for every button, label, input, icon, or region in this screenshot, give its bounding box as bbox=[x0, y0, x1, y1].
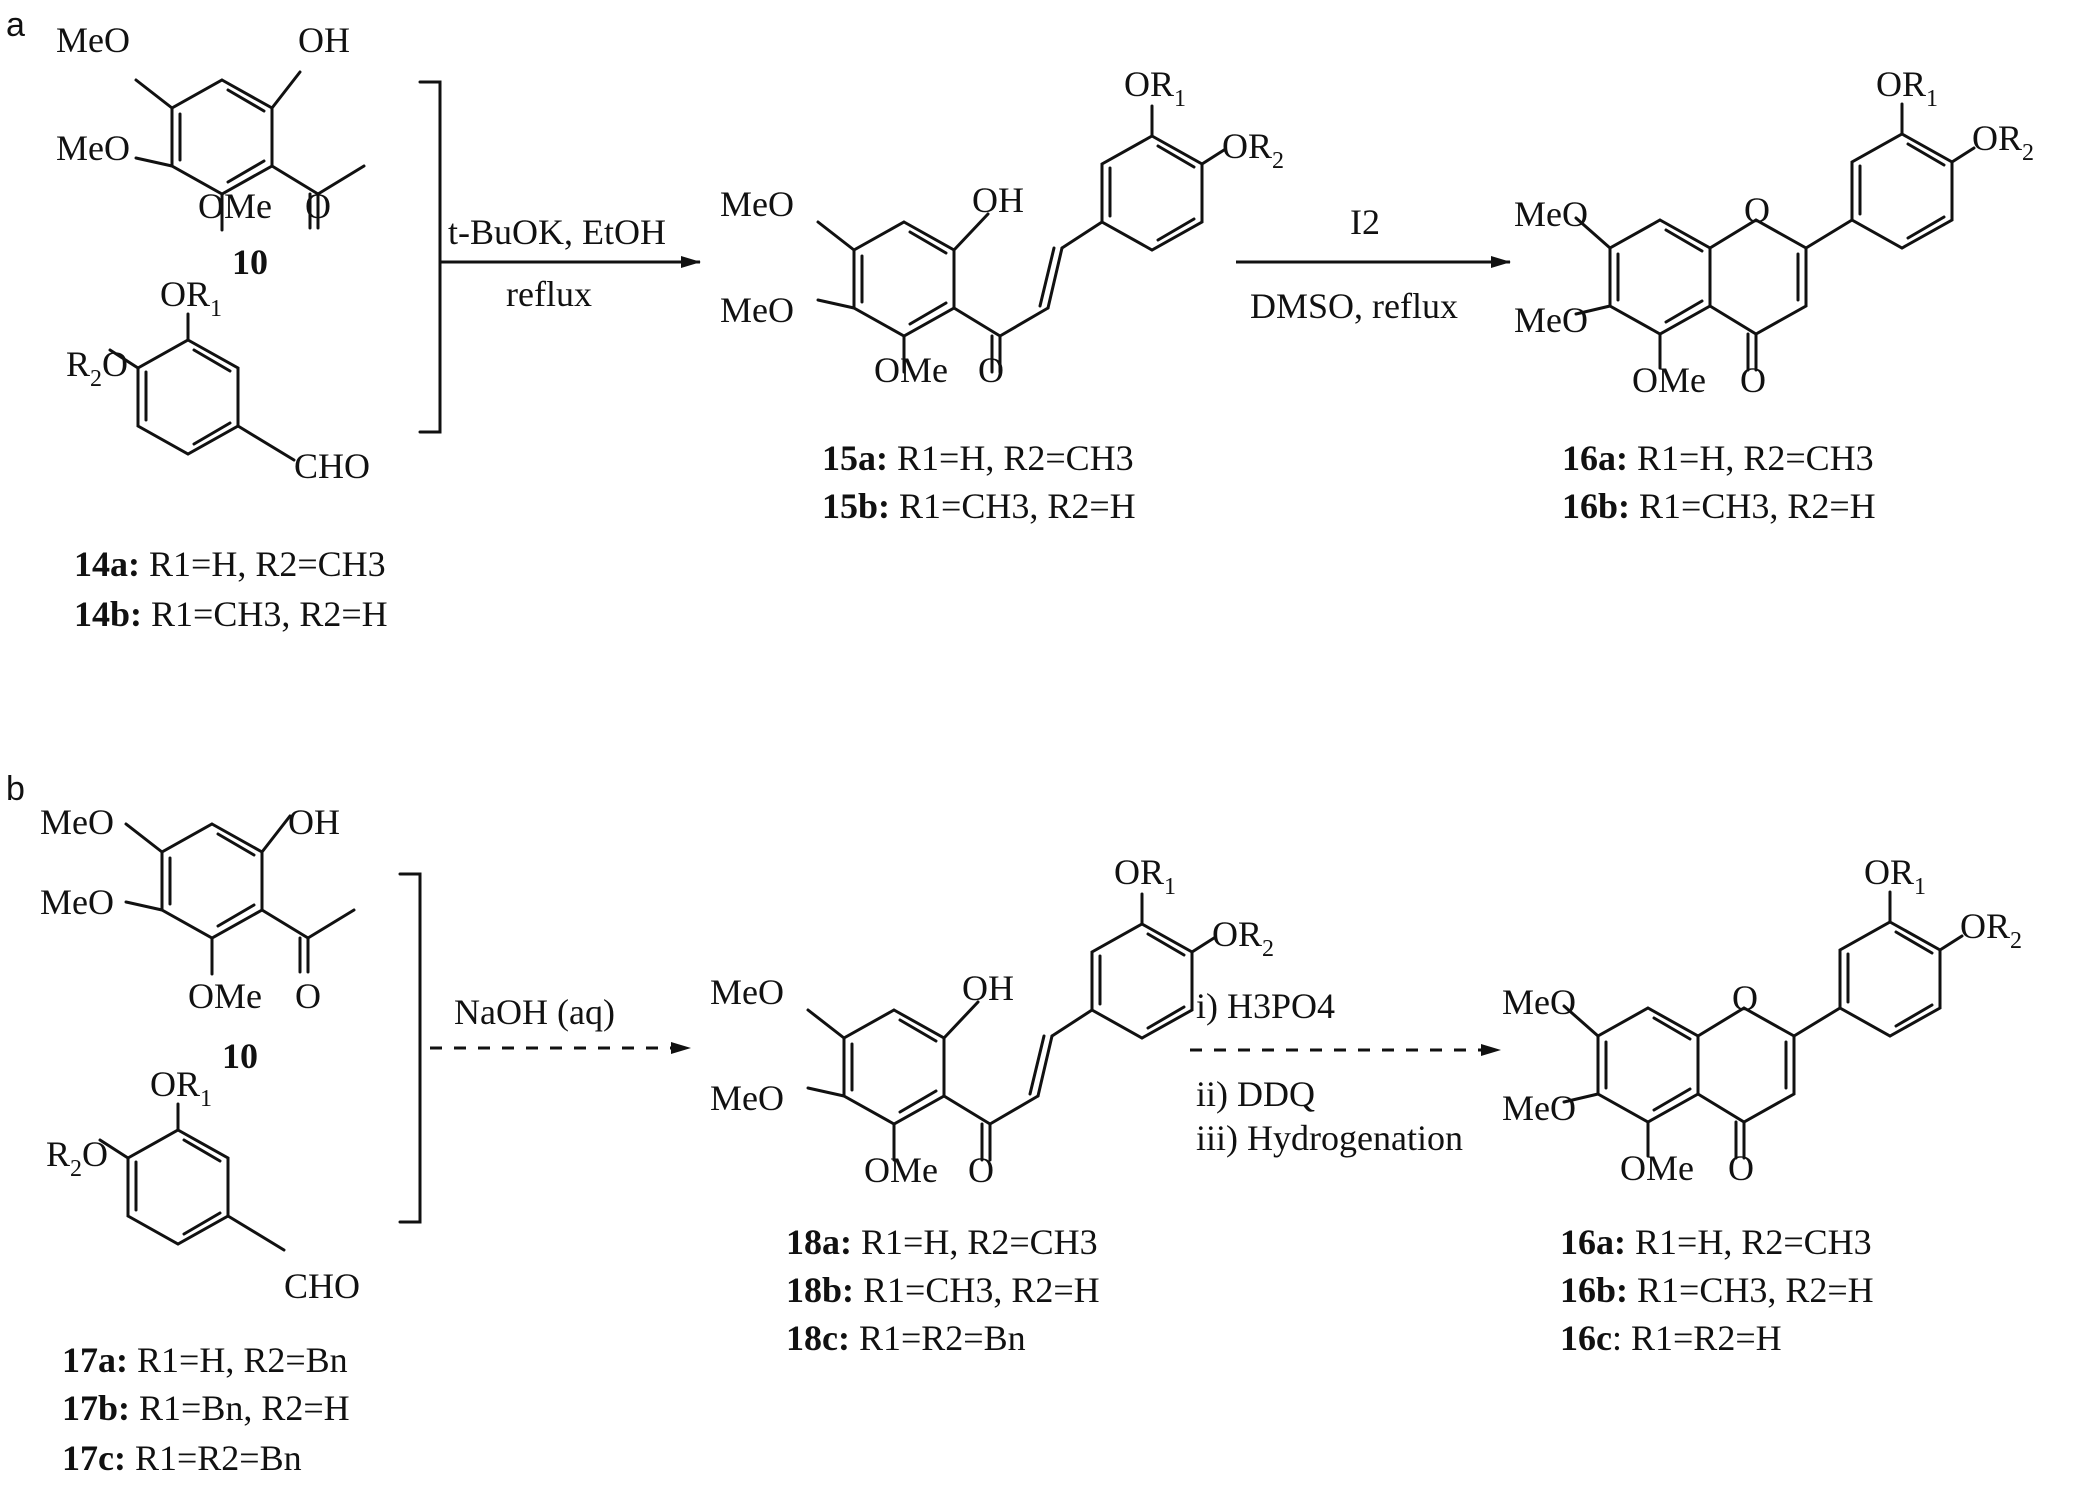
or1-label: OR1 bbox=[1876, 64, 1938, 112]
or1-label: OR1 bbox=[1124, 64, 1186, 112]
compound-17c-label: 17c: R1=R2=Bn bbox=[62, 1438, 302, 1478]
compound-14a-label: 14a: R1=H, R2=CH3 bbox=[74, 544, 386, 584]
compound-14-structure: OR1 R2O CHO bbox=[66, 274, 370, 486]
meo-label: MeO bbox=[710, 1078, 784, 1118]
reactant-bracket-a bbox=[418, 80, 442, 434]
compound-16a-label: 16a: R1=H, R2=CH3 bbox=[1562, 438, 1874, 478]
conditions-b2-line1: i) H3PO4 bbox=[1196, 986, 1335, 1026]
compound-17-structure: OR1 R2O CHO bbox=[46, 1064, 360, 1306]
ring-o-label: O bbox=[1744, 190, 1770, 230]
conditions-a1-line1: t-BuOK, EtOH bbox=[448, 212, 666, 252]
compound-14b-label: 14b: R1=CH3, R2=H bbox=[74, 594, 388, 634]
cho-label: CHO bbox=[284, 1266, 360, 1306]
conditions-b2-line3: iii) Hydrogenation bbox=[1196, 1118, 1463, 1158]
conditions-b2-line2: ii) DDQ bbox=[1196, 1074, 1315, 1114]
meo-label: MeO bbox=[56, 20, 130, 60]
compound-15b-label: 15b: R1=CH3, R2=H bbox=[822, 486, 1136, 526]
ring-o-label: O bbox=[1732, 978, 1758, 1018]
r2o-label: R2O bbox=[46, 1134, 108, 1182]
meo-label: MeO bbox=[1514, 300, 1588, 340]
compound-16c-label: 16c: R1=R2=H bbox=[1560, 1318, 1782, 1358]
compound-16b-label: 16b: R1=CH3, R2=H bbox=[1562, 486, 1876, 526]
compound-17b-label: 17b: R1=Bn, R2=H bbox=[62, 1388, 350, 1428]
panel-label-b: b bbox=[6, 770, 25, 808]
oh-label: OH bbox=[962, 968, 1014, 1008]
ome-label: OMe bbox=[188, 976, 262, 1016]
ome-label: OMe bbox=[198, 186, 272, 226]
compound-16-structure-a: MeO MeO O OMe O OR1 OR2 bbox=[1514, 64, 2034, 400]
compound-10-structure: MeO MeO OH OMe O bbox=[56, 20, 366, 232]
meo-label: MeO bbox=[1514, 194, 1588, 234]
compound-16b-label-b: 16b: R1=CH3, R2=H bbox=[1560, 1270, 1874, 1310]
carbonyl-o-label: O bbox=[968, 1150, 994, 1190]
meo-label: MeO bbox=[1502, 982, 1576, 1022]
conditions-a2-line2: DMSO, reflux bbox=[1250, 286, 1458, 326]
or1-label: OR1 bbox=[160, 274, 222, 322]
compound-18c-label: 18c: R1=R2=Bn bbox=[786, 1318, 1026, 1358]
conditions-a2-line1: I2 bbox=[1350, 202, 1380, 242]
oh-label: OH bbox=[298, 20, 350, 60]
cho-label: CHO bbox=[294, 446, 370, 486]
or2-label: OR2 bbox=[1212, 914, 1274, 962]
or2-label: OR2 bbox=[1960, 906, 2022, 954]
or1-label: OR1 bbox=[1114, 852, 1176, 900]
meo-label: MeO bbox=[40, 882, 114, 922]
compound-18-structure: MeO MeO OH OMe O OR1 OR2 bbox=[710, 852, 1274, 1190]
compound-18b-label: 18b: R1=CH3, R2=H bbox=[786, 1270, 1100, 1310]
carbonyl-o-label: O bbox=[305, 186, 331, 226]
compound-15a-label: 15a: R1=H, R2=CH3 bbox=[822, 438, 1134, 478]
meo-label: MeO bbox=[40, 802, 114, 842]
carbonyl-o-label: O bbox=[295, 976, 321, 1016]
carbonyl-o-label: O bbox=[1728, 1148, 1754, 1188]
compound-16-structure-b: MeO MeO O OMe O OR1 OR2 bbox=[1502, 852, 2022, 1188]
r2o-label: R2O bbox=[66, 344, 128, 392]
reactant-bracket-b bbox=[398, 872, 422, 1224]
compound-10-id: 10 bbox=[232, 242, 268, 282]
ome-label: OMe bbox=[874, 350, 948, 390]
carbonyl-o-label: O bbox=[978, 350, 1004, 390]
oh-label: OH bbox=[972, 180, 1024, 220]
carbonyl-o-label: O bbox=[1740, 360, 1766, 400]
compound-16a-label-b: 16a: R1=H, R2=CH3 bbox=[1560, 1222, 1872, 1262]
meo-label: MeO bbox=[1502, 1088, 1576, 1128]
oh-label: OH bbox=[288, 802, 340, 842]
meo-label: MeO bbox=[56, 128, 130, 168]
conditions-a1-line2: reflux bbox=[506, 274, 592, 314]
panel-label-a: a bbox=[6, 6, 25, 44]
or1-label: OR1 bbox=[1864, 852, 1926, 900]
compound-10-structure-b: MeO MeO OH OMe O bbox=[40, 802, 356, 1016]
meo-label: MeO bbox=[710, 972, 784, 1012]
compound-17a-label: 17a: R1=H, R2=Bn bbox=[62, 1340, 348, 1380]
conditions-b1-line1: NaOH (aq) bbox=[454, 992, 615, 1032]
compound-15-structure: MeO MeO OH OMe O OR1 OR2 bbox=[720, 64, 1284, 390]
or1-label: OR1 bbox=[150, 1064, 212, 1112]
or2-label: OR2 bbox=[1972, 118, 2034, 166]
meo-label: MeO bbox=[720, 290, 794, 330]
ome-label: OMe bbox=[1632, 360, 1706, 400]
ome-label: OMe bbox=[864, 1150, 938, 1190]
compound-18a-label: 18a: R1=H, R2=CH3 bbox=[786, 1222, 1098, 1262]
meo-label: MeO bbox=[720, 184, 794, 224]
ome-label: OMe bbox=[1620, 1148, 1694, 1188]
compound-10-id-b: 10 bbox=[222, 1036, 258, 1076]
or2-label: OR2 bbox=[1222, 126, 1284, 174]
